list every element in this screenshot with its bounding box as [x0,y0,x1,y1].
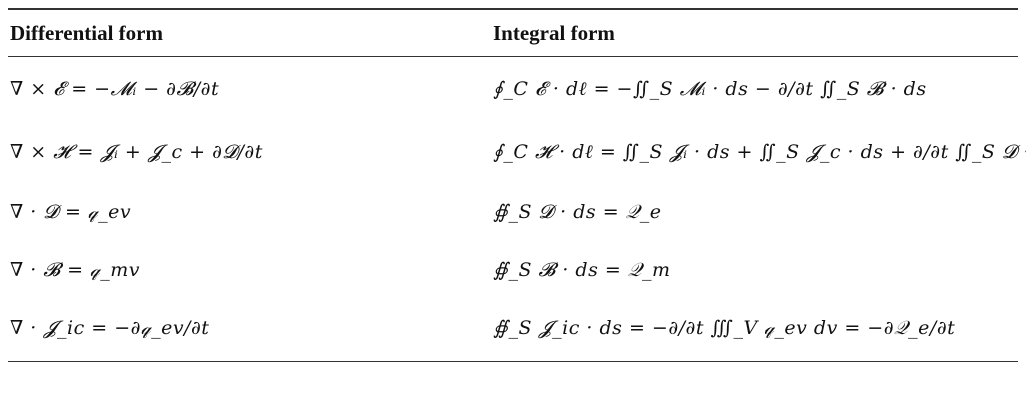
header-integral: Integral form [493,20,615,45]
continuity-differential: ∇ · 𝓙_ic = −∂𝓆_ev/∂t [10,317,210,339]
table-row: ∇ · 𝓙_ic = −∂𝓆_ev/∂t ∯_S 𝓙_ic · ds = −∂/… [8,299,1018,357]
gauss-magnetic-integral: ∯_S 𝓑 · ds = 𝒬_m [493,259,671,281]
faraday-integral: ∮_C 𝓔 · dℓ = −∬_S 𝓜ᵢ · ds − ∂/∂t ∬_S 𝓑 ·… [493,77,927,100]
top-rule [8,8,1018,10]
bottom-rule [8,361,1018,362]
gauss-electric-integral: ∯_S 𝓓 · ds = 𝒬_e [493,201,662,223]
table-row: ∇ · 𝓑 = 𝓆_mv ∯_S 𝓑 · ds = 𝒬_m [8,241,1018,299]
ampere-differential: ∇ × 𝓗 = 𝓙ᵢ + 𝓙_c + ∂𝓓/∂t [10,141,263,163]
continuity-integral: ∯_S 𝓙_ic · ds = −∂/∂t ∭_V 𝓆_ev dv = −∂𝒬_… [493,317,956,339]
table-row: ∇ × 𝓔 = −𝓜ᵢ − ∂𝓑/∂t ∮_C 𝓔 · dℓ = −∬_S 𝓜ᵢ… [8,57,1018,121]
header-rule [8,56,1018,57]
ampere-integral: ∮_C 𝓗 · dℓ = ∬_S 𝓙ᵢ · ds + ∬_S 𝓙_c · ds … [493,140,1026,163]
table-row: ∇ × 𝓗 = 𝓙ᵢ + 𝓙_c + ∂𝓓/∂t ∮_C 𝓗 · dℓ = ∬_… [8,121,1026,183]
gauss-magnetic-differential: ∇ · 𝓑 = 𝓆_mv [10,259,141,281]
header-differential: Differential form [10,20,163,45]
table-row: ∇ · 𝓓 = 𝓆_ev ∯_S 𝓓 · ds = 𝒬_e [8,183,1018,241]
header-row: Differential form Integral form [8,10,1018,56]
gauss-electric-differential: ∇ · 𝓓 = 𝓆_ev [10,201,132,223]
faraday-differential: ∇ × 𝓔 = −𝓜ᵢ − ∂𝓑/∂t [10,78,220,100]
maxwell-equations-table: Differential form Integral form ∇ × 𝓔 = … [8,0,1026,362]
